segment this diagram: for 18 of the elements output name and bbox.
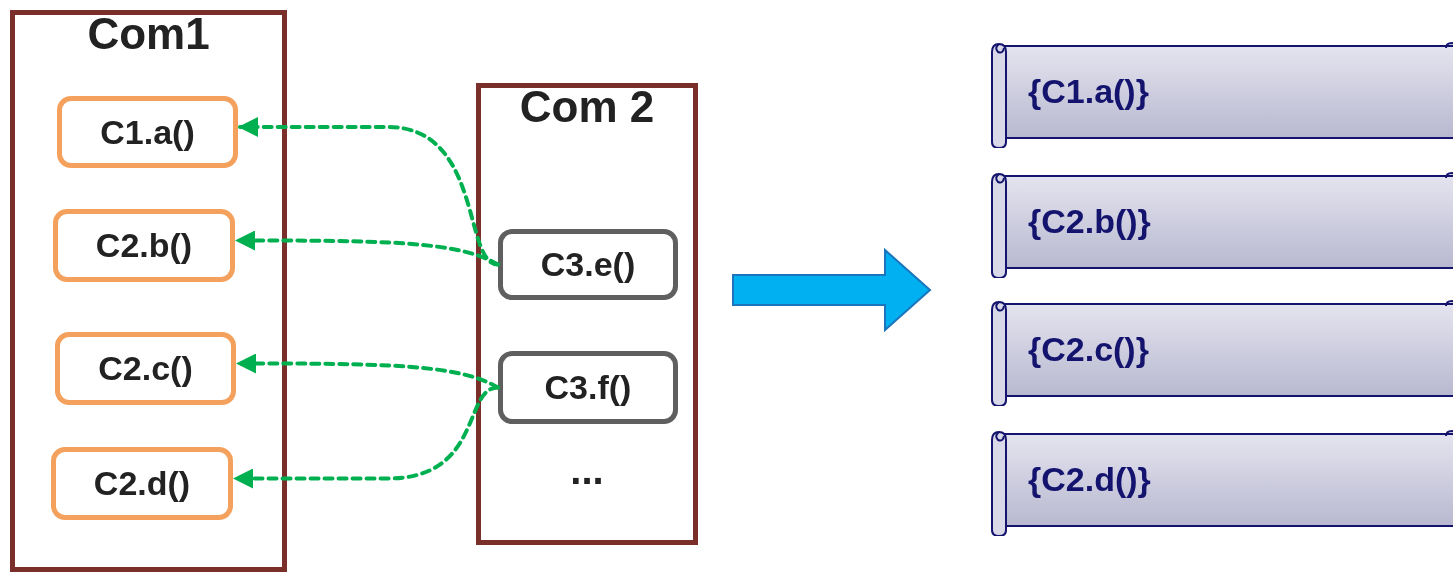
function-box: C3.e()	[498, 229, 678, 300]
function-label: {C2.b()}	[1028, 200, 1151, 242]
function-box: C2.c()	[55, 332, 236, 405]
component-title: Com 2	[518, 82, 656, 132]
function-label: {C2.d()}	[1028, 458, 1151, 500]
ellipsis-text: ...	[569, 448, 605, 493]
function-box: C1.a()	[57, 96, 238, 168]
component-box	[10, 10, 287, 572]
component-title: Com1	[86, 9, 211, 59]
function-label: {C1.a()}	[1028, 70, 1149, 112]
dashed-arrow	[233, 385, 500, 489]
function-box: C3.f()	[498, 351, 678, 424]
function-box: C2.b()	[53, 209, 235, 282]
function-label: {C2.c()}	[1028, 328, 1149, 370]
component-box	[476, 83, 698, 545]
block-arrow	[732, 247, 932, 333]
function-box: C2.d()	[51, 447, 233, 520]
dashed-arrow	[235, 230, 500, 267]
